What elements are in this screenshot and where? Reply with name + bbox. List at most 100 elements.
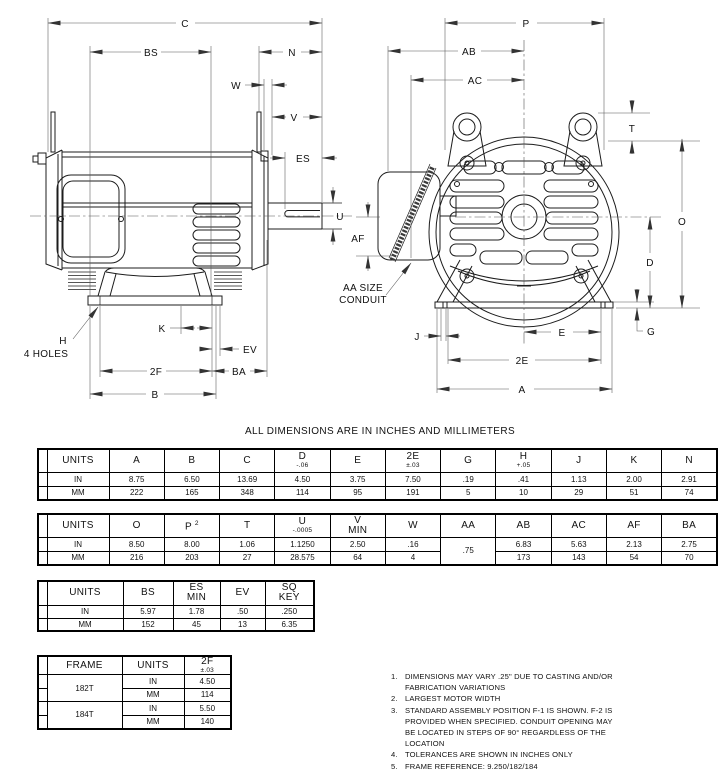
dim-label-af: AF [351, 234, 364, 245]
spacer-cell [37, 550, 48, 566]
cell: .41 [495, 471, 552, 487]
spacer-cell [37, 714, 48, 729]
cell: .19 [440, 471, 497, 487]
cell: 1.13 [550, 471, 607, 487]
spacer-cell [37, 448, 48, 473]
col-header-g: G [440, 448, 497, 473]
dim-label-bs: BS [144, 48, 158, 59]
col-header-h: H+.05 [495, 448, 552, 473]
note-line: FABRICATION VARIATIONS [405, 683, 506, 693]
spacer-cell [37, 580, 48, 606]
cell: 8.50 [108, 536, 165, 552]
cell: 54 [605, 550, 663, 566]
cell: 3.75 [329, 471, 386, 487]
note-3: 3. STANDARD ASSEMBLY POSITION F-1 IS SHO… [391, 705, 724, 750]
col-header-o: O [108, 513, 165, 538]
spacer-cell [37, 687, 48, 702]
conduit-callout-line2: CONDUIT [339, 295, 387, 306]
cell: 2.50 [329, 536, 386, 552]
spacer-cell [37, 513, 48, 538]
note-number: 2. [391, 694, 398, 704]
note-number: 5. [391, 761, 398, 771]
col-header-d: D-.06 [274, 448, 331, 473]
col-header-n: N [661, 448, 718, 473]
col-header-k: K [605, 448, 663, 473]
col-header-j: J [550, 448, 607, 473]
dim-label-k: K [159, 324, 166, 335]
cell: 95 [329, 485, 386, 501]
cell: 6.83 [495, 536, 552, 552]
cell: 6.50 [163, 471, 221, 487]
cell: 2.13 [605, 536, 663, 552]
col-header-frame: FRAME [46, 655, 123, 675]
note-number: 4. [391, 750, 398, 760]
cell: 203 [163, 550, 221, 566]
cell: 5.50 [183, 701, 232, 716]
cell: 5 [440, 485, 497, 501]
cell: 114 [274, 485, 331, 501]
dim-label-ab: AB [462, 47, 476, 58]
col-header-t: T [219, 513, 276, 538]
dim-label-u: U [336, 212, 344, 223]
col-header-units: UNITS [46, 580, 124, 606]
col-header-e: E [329, 448, 386, 473]
cell: 28.575 [274, 550, 331, 566]
spacer-cell [37, 655, 48, 675]
dim-label-2e: 2E [516, 356, 529, 367]
spacer-cell [37, 471, 48, 487]
col-header-ba: BA [661, 513, 718, 538]
dim-label-ba: BA [232, 367, 246, 378]
cell: 143 [550, 550, 607, 566]
end-view-dimensions: P AB AC T O D G AF AA SIZE CONDUIT J E 2… [339, 18, 700, 396]
note-2: 2. LARGEST MOTOR WIDTH [391, 693, 724, 704]
cell: 348 [219, 485, 276, 501]
conduit-hatch-bar [388, 163, 437, 263]
cell: IN [121, 701, 185, 716]
note-line: FRAME REFERENCE: 9.250/182/184 [405, 761, 538, 771]
side-view-dimensions: C BS N W V ES U H 4 HOLES K EV 2F BA B [24, 18, 344, 401]
spacer-cell [37, 701, 48, 716]
vent-slots [68, 202, 342, 305]
cell: 64 [329, 550, 386, 566]
cell: 165 [163, 485, 221, 501]
cell: 2.91 [661, 471, 718, 487]
cell: 173 [495, 550, 552, 566]
cell: 152 [122, 617, 174, 632]
cell: 222 [108, 485, 165, 501]
cell: 1.06 [219, 536, 276, 552]
cell-frame-182t: 182T [46, 674, 123, 702]
dim-label-ev: EV [243, 345, 257, 356]
cell: 1.1250 [274, 536, 331, 552]
cell: MM [46, 485, 110, 501]
dim-label-j: J [414, 332, 419, 343]
cell: MM [121, 714, 185, 729]
side-view-outline [30, 111, 352, 306]
cell: .50 [219, 604, 266, 619]
col-header-ab: AB [495, 513, 552, 538]
dim-label-4holes: 4 HOLES [24, 349, 68, 360]
conduit-callout-line1: AA SIZE [343, 283, 383, 294]
cell: 4.50 [274, 471, 331, 487]
spacer-cell [37, 536, 48, 552]
col-header-units: UNITS [46, 513, 110, 538]
cell: IN [46, 536, 110, 552]
cell: 216 [108, 550, 165, 566]
col-header-a: A [108, 448, 165, 473]
dim-label-b: B [152, 390, 159, 401]
notes-block: 1. DIMENSIONS MAY VARY .25" DUE TO CASTI… [391, 671, 724, 772]
dim-label-ac: AC [468, 76, 483, 87]
end-view-outline [377, 40, 662, 345]
cell: 45 [172, 617, 221, 632]
cell: 4 [384, 550, 442, 566]
dim-label-o: O [678, 217, 686, 228]
note-line: LOCATION [405, 739, 445, 749]
col-header-aa: AA [440, 513, 497, 538]
dim-label-w: W [231, 81, 241, 92]
col-header-u: U-.0005 [274, 513, 331, 538]
col-header-bs: BS [122, 580, 174, 606]
cell: 74 [661, 485, 718, 501]
col-header-units: UNITS [121, 655, 185, 675]
